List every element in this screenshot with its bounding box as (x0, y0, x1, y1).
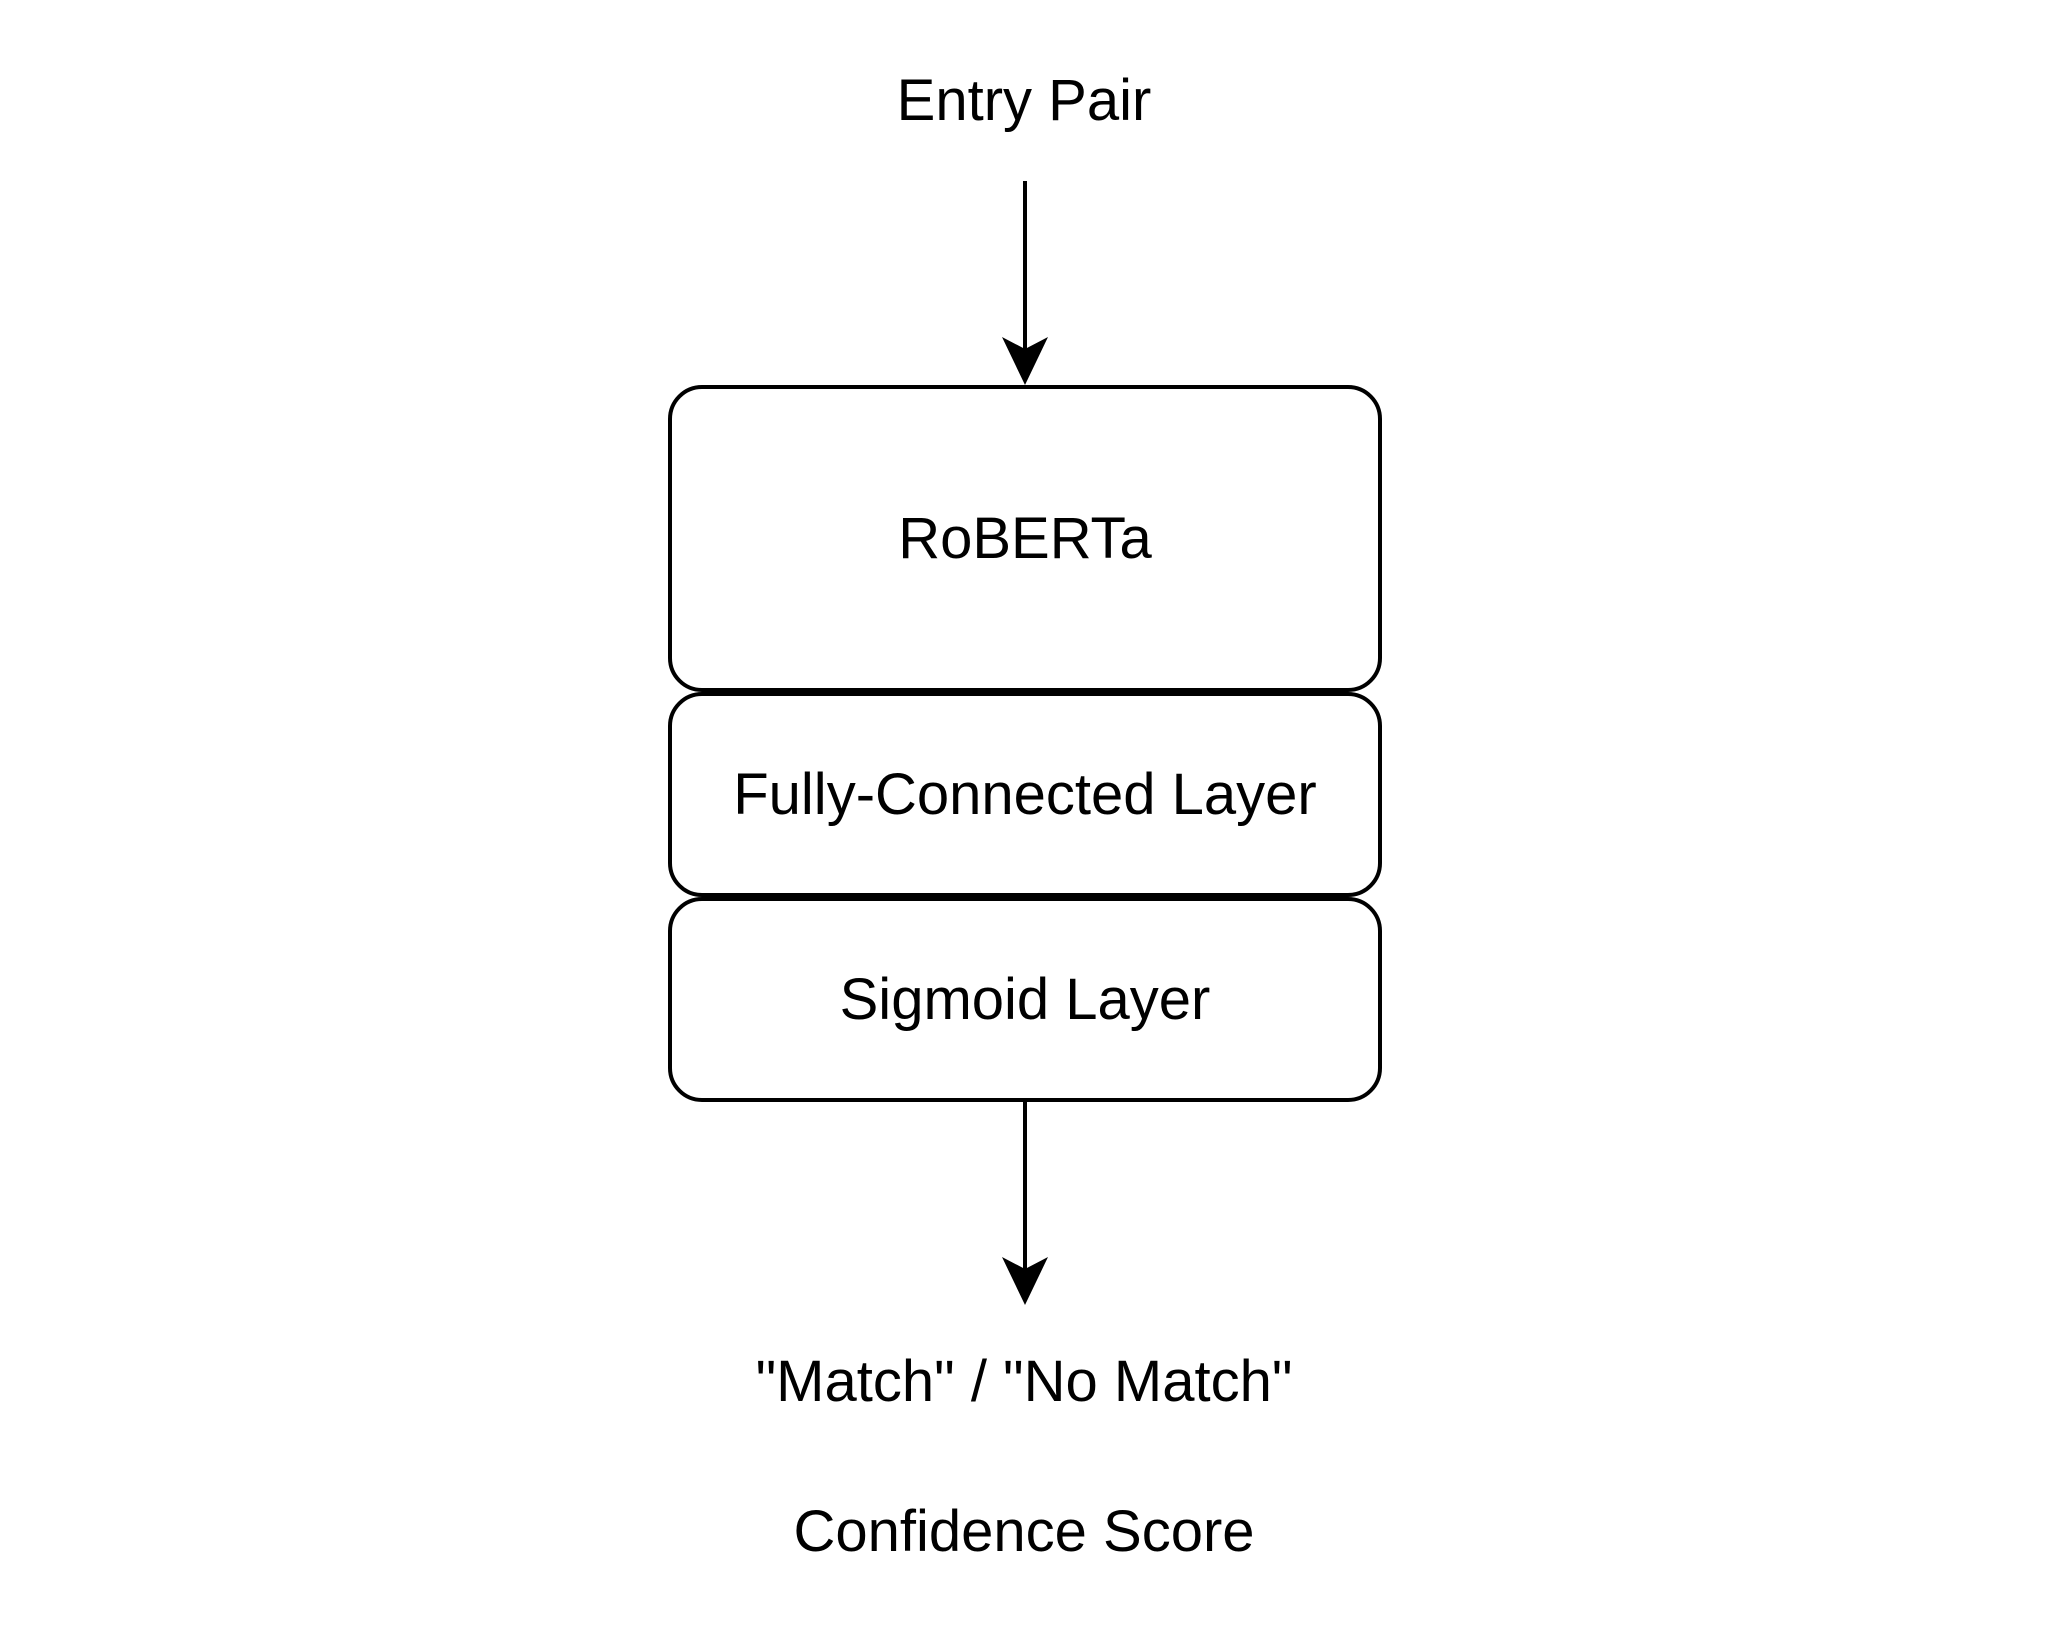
sigmoid-layer-box: Sigmoid Layer (668, 897, 1382, 1102)
roberta-layer-label: RoBERTa (898, 506, 1152, 571)
input-arrow (1002, 181, 1048, 385)
sigmoid-layer-label: Sigmoid Layer (839, 967, 1211, 1032)
confidence-score-label: Confidence Score (793, 1499, 1255, 1564)
fully-connected-layer-label: Fully-Connected Layer (733, 762, 1317, 827)
input-label: Entry Pair (896, 68, 1152, 133)
output-match-label: "Match" / "No Match" (755, 1349, 1293, 1414)
fully-connected-layer-box: Fully-Connected Layer (668, 692, 1382, 897)
output-arrow (1002, 1102, 1048, 1305)
roberta-layer-box: RoBERTa (668, 385, 1382, 692)
